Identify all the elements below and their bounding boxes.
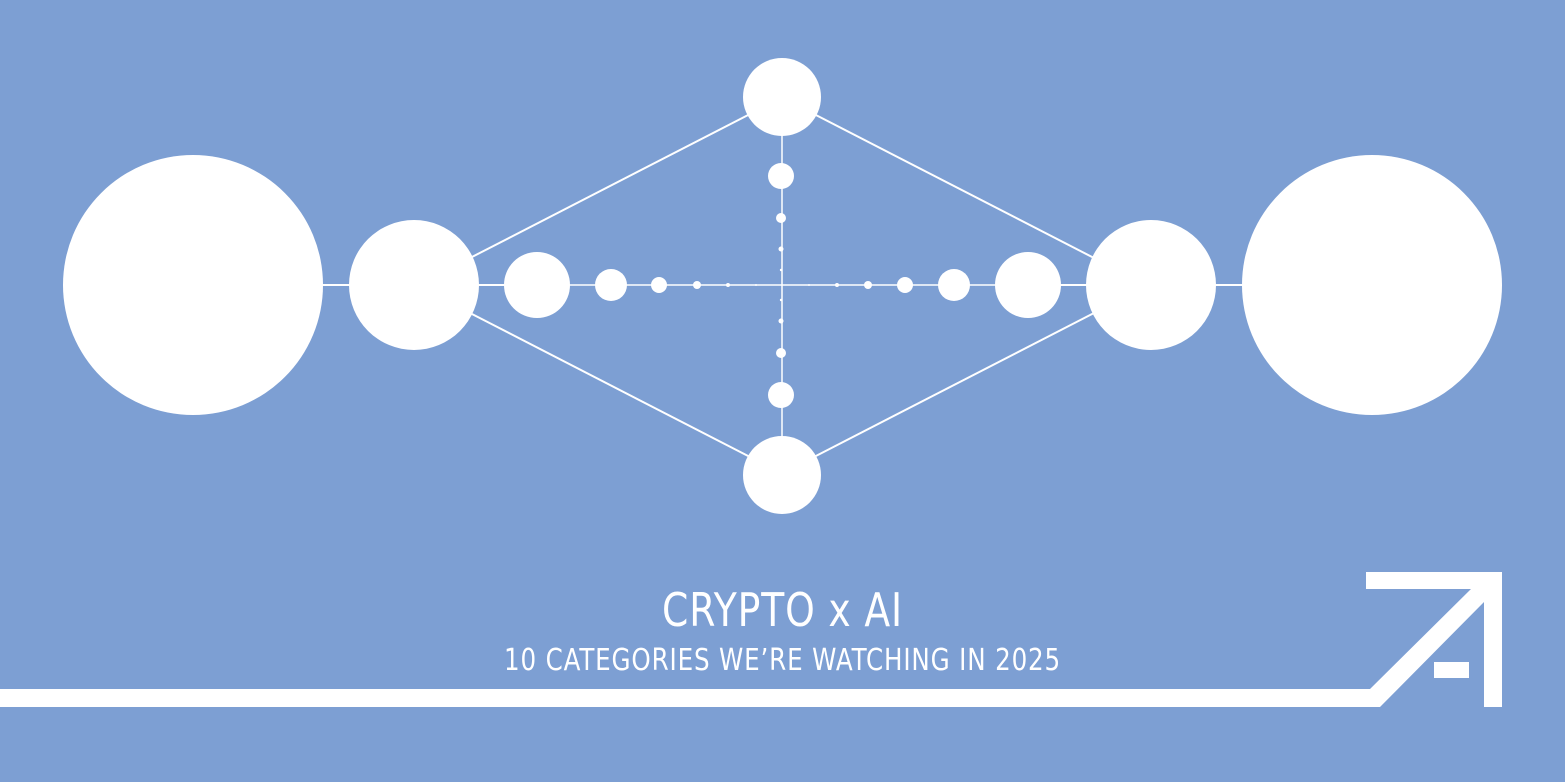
dot-right-1 <box>995 252 1061 318</box>
dot-top-1 <box>768 163 794 189</box>
dot-left-4 <box>693 281 701 289</box>
arrow-logo-icon <box>1366 572 1502 707</box>
dot-left-1 <box>504 252 570 318</box>
dot-right-2 <box>938 269 970 301</box>
dot-bottom-1 <box>768 382 794 408</box>
dot-right-4 <box>864 281 872 289</box>
diamond-top-right <box>811 112 1095 259</box>
dot-left-3 <box>651 277 667 293</box>
node-bottom <box>743 436 821 514</box>
dot-right-5 <box>835 283 839 287</box>
node-large-right <box>1242 155 1502 415</box>
banner-subline: 10 CATEGORIES WE’RE WATCHING IN 2025 <box>504 643 1061 678</box>
dot-left-2 <box>595 269 627 301</box>
banner-headline: CRYPTO x AI <box>662 583 903 637</box>
node-large-left <box>63 155 323 415</box>
dot-right-3 <box>897 277 913 293</box>
node-network-icon <box>63 58 1502 514</box>
dot-bottom-4 <box>779 298 783 302</box>
arrow-logo-frame <box>1366 572 1502 707</box>
node-medium-left <box>349 220 479 350</box>
diamond-top-left <box>469 112 753 259</box>
dot-left-5 <box>726 283 730 287</box>
node-medium-right <box>1086 220 1216 350</box>
dot-top-2 <box>776 213 786 223</box>
dot-top-3 <box>778 246 784 252</box>
diamond-bottom-left <box>469 312 753 459</box>
dot-right-6 <box>808 284 810 286</box>
dot-bottom-3 <box>778 318 784 324</box>
dot-bottom-2 <box>776 348 786 358</box>
bottom-rule <box>0 689 1380 707</box>
dot-left-6 <box>755 284 757 286</box>
diamond-bottom-right <box>811 312 1095 459</box>
arrow-logo-bar <box>1434 662 1469 678</box>
node-top <box>743 58 821 136</box>
connector-lines <box>320 112 1245 459</box>
dot-top-4 <box>779 268 783 272</box>
